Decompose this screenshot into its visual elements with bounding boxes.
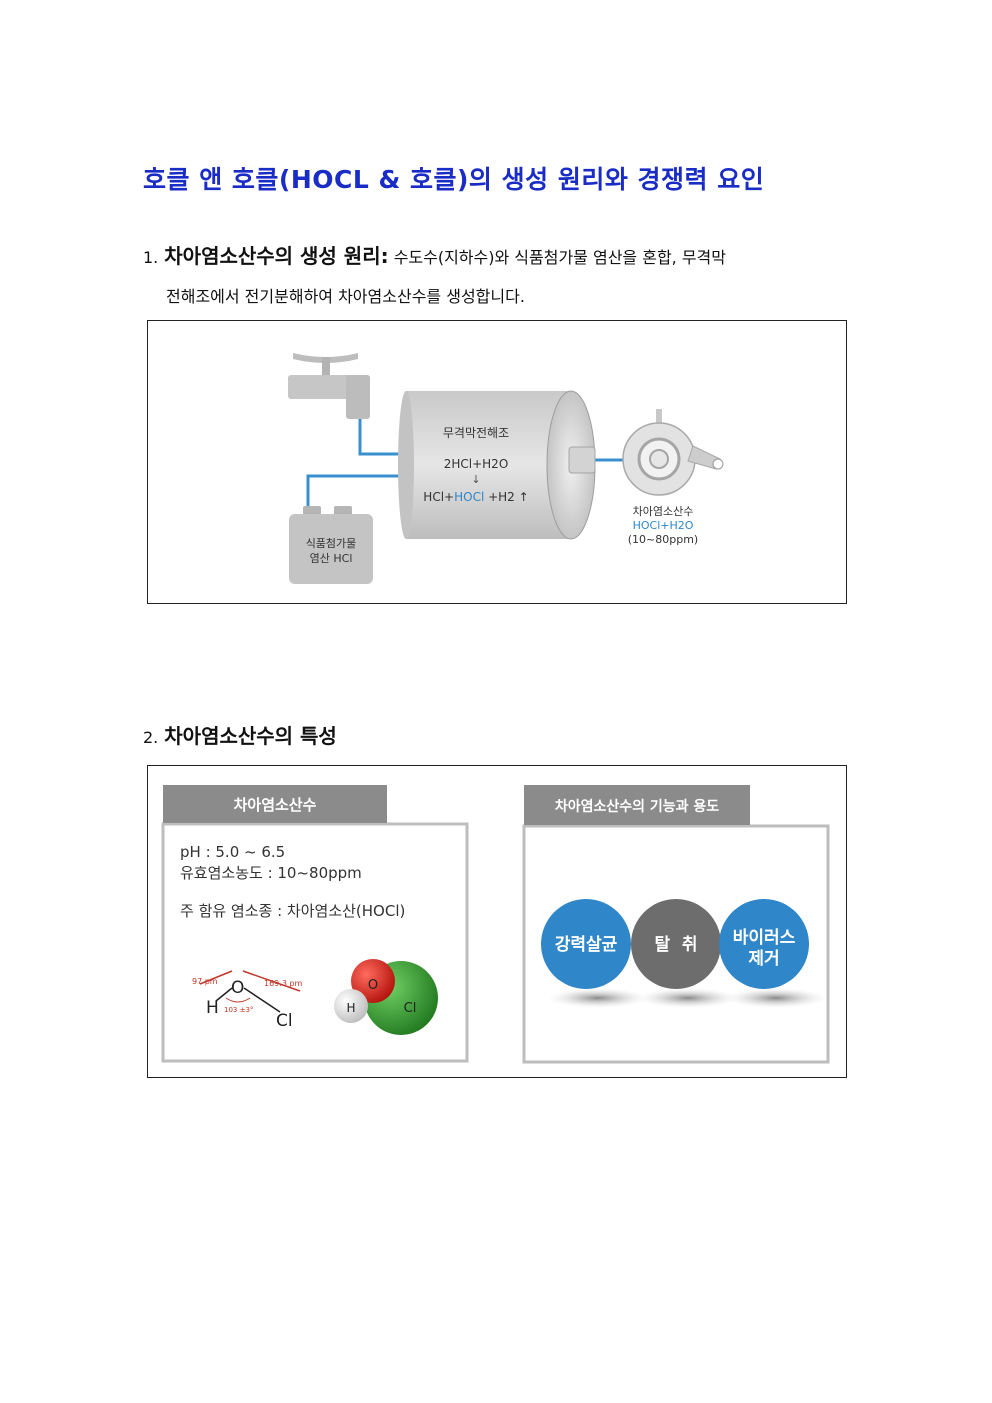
output-label-line1: 차아염소산수 (633, 505, 694, 518)
acid-container-icon: 식품첨가물 염산 HCl (289, 506, 373, 584)
circle2-label: 탈 취 (654, 934, 697, 955)
atom-cl-label: Cl (276, 1011, 293, 1031)
atom-o-label: O (231, 978, 244, 998)
virus-removal-circle (719, 899, 809, 989)
product-c: +H2 ↑ (484, 490, 528, 504)
bond-angle-diagram: 97 pm 169.3 pm 103 ±3° H O Cl (192, 970, 303, 1031)
section2-heading: 차아염소산수의 특성 (164, 724, 337, 748)
section1-heading: 차아염소산수의 생성 원리: (164, 244, 389, 268)
section1-body-line1: 수도수(지하수)와 식품첨가물 염산을 혼합, 무격막 (393, 248, 727, 267)
product-a: HCl+ (423, 490, 454, 504)
section1-number: 1. (143, 248, 159, 267)
deodorization-circle (631, 899, 721, 989)
container-label-line2: 염산 HCl (310, 552, 353, 565)
left-panel-tab: 차아염소산수 (234, 796, 317, 814)
reaction-input: 2HCl+H2O (444, 457, 509, 471)
faucet-icon (288, 353, 370, 419)
concentration-text: 유효염소농도 : 10~80ppm (180, 864, 362, 882)
right-panel: 차아염소산수의 기능과 용도 강력살균 탈 취 바이러스 제거 (522, 785, 830, 1064)
electrolysis-diagram: 식품첨가물 염산 HCl 무격막전해조 2HCl+H2O ↓ HCl+HOCl … (288, 353, 724, 584)
electrolysis-diagram-frame: 식품첨가물 염산 HCl 무격막전해조 2HCl+H2O ↓ HCl+HOCl … (147, 320, 847, 604)
sterilization-circle (541, 899, 631, 989)
section1-heading-line: 1. 차아염소산수의 생성 원리: 수도수(지하수)와 식품첨가물 염산을 혼합,… (143, 240, 726, 269)
output-label-line2: HOCl+H2O (633, 519, 694, 532)
circle3-label-line1: 바이러스 (733, 928, 796, 948)
species-text: 주 함유 염소종 : 차아염소산(HOCl) (180, 902, 405, 920)
circle1-label: 강력살균 (555, 935, 618, 955)
output-label-line3: (10~80ppm) (628, 533, 698, 546)
bond-angle: 103 ±3° (224, 1006, 253, 1014)
tank-title: 무격막전해조 (443, 426, 509, 440)
section1-body-line2: 전해조에서 전기분해하여 차아염소산수를 생성합니다. (166, 287, 525, 306)
section2-number: 2. (143, 728, 159, 747)
electrolysis-tank-icon: 무격막전해조 2HCl+H2O ↓ HCl+HOCl +H2 ↑ (398, 390, 596, 540)
properties-figure: 차아염소산수 pH : 5.0 ~ 6.5 유효염소농도 : 10~80ppm … (161, 785, 830, 1064)
bond-length-97: 97 pm (192, 977, 218, 986)
container-label-line1: 식품첨가물 (306, 537, 357, 550)
reaction-arrow: ↓ (471, 473, 480, 486)
molecule-model-icon: O H Cl (334, 959, 438, 1035)
section2-heading-line: 2. 차아염소산수의 특성 (143, 720, 337, 749)
bond-length-169: 169.3 pm (264, 979, 303, 988)
nozzle-icon (622, 409, 724, 496)
left-panel: 차아염소산수 pH : 5.0 ~ 6.5 유효염소농도 : 10~80ppm … (161, 785, 469, 1063)
properties-figure-frame: 차아염소산수 pH : 5.0 ~ 6.5 유효염소농도 : 10~80ppm … (147, 765, 847, 1078)
model-o-label: O (368, 978, 378, 993)
atom-h-label: H (206, 998, 219, 1018)
model-h-label: H (346, 1001, 355, 1015)
ph-text: pH : 5.0 ~ 6.5 (180, 843, 285, 861)
circle3-label-line2: 제거 (748, 949, 779, 969)
reaction-output: HCl+HOCl +H2 ↑ (423, 490, 528, 504)
page-title: 호클 앤 호클(HOCL & 호클)의 생성 원리와 경쟁력 요인 (143, 165, 765, 194)
model-cl-label: Cl (404, 1001, 417, 1016)
right-panel-tab: 차아염소산수의 기능과 용도 (555, 798, 719, 815)
product-hocl: HOCl (454, 490, 484, 504)
